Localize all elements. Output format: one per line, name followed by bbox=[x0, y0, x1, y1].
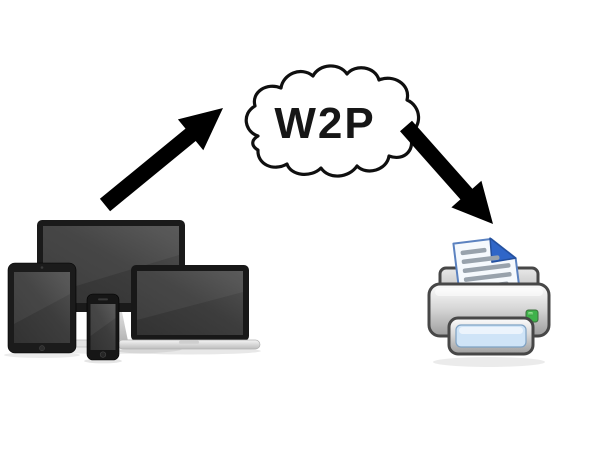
upload-arrow-icon bbox=[99, 108, 223, 212]
download-arrow-icon bbox=[400, 120, 493, 224]
tablet-home-button bbox=[39, 345, 45, 352]
download-arrow-shape bbox=[400, 120, 493, 224]
printer-icon bbox=[427, 237, 551, 367]
devices-icon bbox=[4, 220, 261, 364]
smartphone-home-button bbox=[99, 351, 107, 358]
upload-arrow-shape bbox=[99, 108, 223, 212]
cloud-outline bbox=[244, 64, 421, 178]
cloud-label: W2P bbox=[274, 99, 376, 148]
printer-output-tray bbox=[447, 316, 535, 356]
tablet-icon bbox=[4, 262, 80, 358]
cloud-icon bbox=[244, 64, 421, 178]
laptop-icon bbox=[117, 265, 261, 350]
smartphone-icon bbox=[84, 293, 122, 364]
tablet-camera bbox=[40, 266, 44, 269]
printer-shadow bbox=[433, 357, 545, 367]
smartphone-speaker bbox=[98, 298, 108, 301]
